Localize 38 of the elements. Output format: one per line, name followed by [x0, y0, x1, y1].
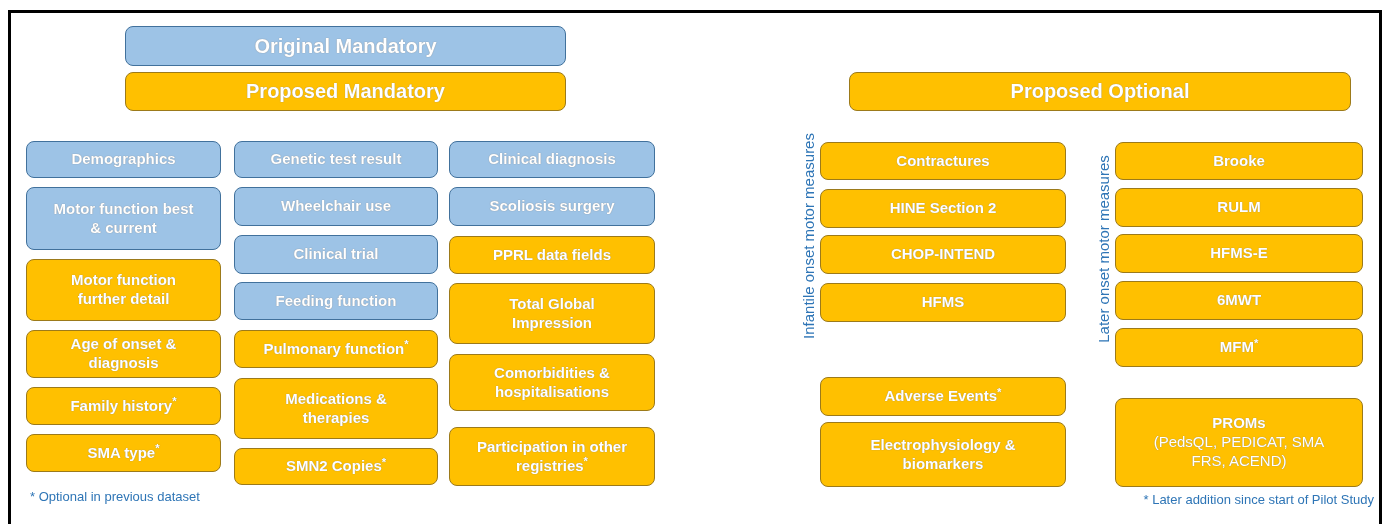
group-label: Infantile onset motor measures: [798, 133, 818, 339]
footnote: * Later addition since start of Pilot Study: [1143, 491, 1374, 509]
category-box: Participation in other registries$^{*}$: [449, 427, 655, 486]
category-box: Brooke: [1115, 142, 1363, 180]
category-box: CHOP-INTEND: [820, 235, 1066, 274]
category-box: Family history$^{*}$: [26, 387, 221, 425]
category-box: Proposed Optional: [849, 72, 1351, 111]
category-box: Original Mandatory: [125, 26, 566, 66]
category-box: Motor function best & current: [26, 187, 221, 250]
group-label: Later onset motor measures: [1093, 155, 1113, 343]
category-box: Wheelchair use: [234, 187, 438, 226]
category-box: Age of onset & diagnosis: [26, 330, 221, 378]
category-box: PROMs (PedsQL, PEDICAT, SMA FRS, ACEND): [1115, 398, 1363, 487]
category-box: Clinical trial: [234, 235, 438, 274]
category-box: SMA type$^{*}$: [26, 434, 221, 472]
category-box: HINE Section 2: [820, 189, 1066, 228]
category-box: Electrophysiology & biomarkers: [820, 422, 1066, 487]
category-box: Pulmonary function$^{*}$: [234, 330, 438, 368]
category-box: Comorbidities & hospitalisations: [449, 354, 655, 411]
category-box: 6MWT: [1115, 281, 1363, 320]
category-box: Clinical diagnosis: [449, 141, 655, 178]
category-box: MFM$^{*}$: [1115, 328, 1363, 367]
category-box: SMN2 Copies$^{*}$: [234, 448, 438, 485]
category-box: Proposed Mandatory: [125, 72, 566, 111]
category-box: HFMS: [820, 283, 1066, 322]
category-box: PPRL data fields: [449, 236, 655, 274]
footnote: * Optional in previous dataset: [30, 488, 200, 506]
category-box: Contractures: [820, 142, 1066, 180]
category-box: Genetic test result: [234, 141, 438, 178]
category-box: HFMS-E: [1115, 234, 1363, 273]
category-box: Adverse Events$^{*}$: [820, 377, 1066, 416]
category-box: Motor function further detail: [26, 259, 221, 321]
category-box: RULM: [1115, 188, 1363, 227]
category-box: Total Global Impression: [449, 283, 655, 344]
category-box: Feeding function: [234, 282, 438, 320]
category-box: Medications & therapies: [234, 378, 438, 439]
category-box: Scoliosis surgery: [449, 187, 655, 226]
category-box: Demographics: [26, 141, 221, 178]
